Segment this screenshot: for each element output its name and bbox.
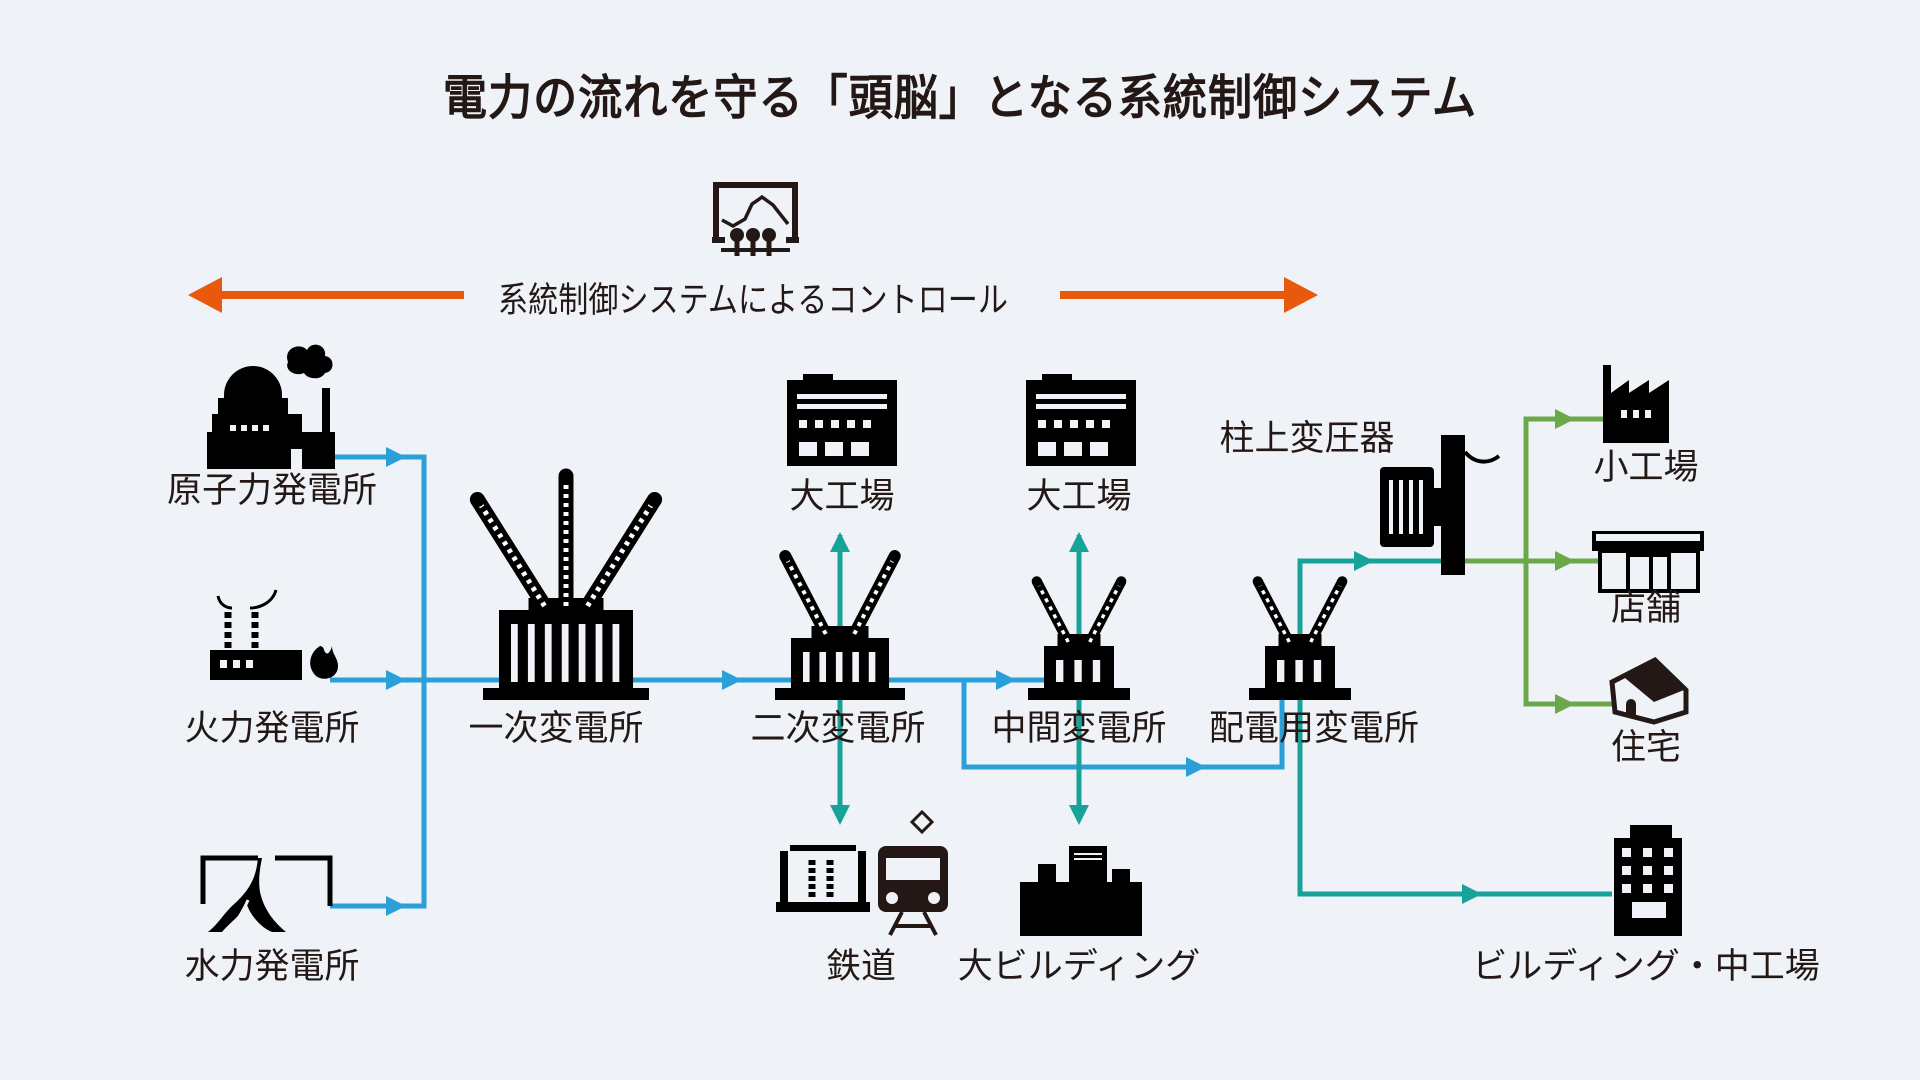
thermal-plant-icon <box>210 589 338 680</box>
distribution-substation-icon <box>1249 576 1351 700</box>
large-building-icon <box>1020 846 1142 936</box>
mid-voltage-arrows <box>830 532 1482 904</box>
large-factory-icon-2 <box>1026 374 1136 466</box>
label-primary-substation: 一次変電所 <box>468 709 644 749</box>
nuclear-plant-icon <box>207 344 335 469</box>
label-pole-transformer: 柱上変圧器 <box>1219 419 1395 459</box>
control-arrow-left <box>188 277 464 313</box>
label-house: 住宅 <box>1610 728 1682 768</box>
label-intermediate-substation: 中間変電所 <box>991 709 1167 749</box>
label-hydro-plant: 水力発電所 <box>184 947 360 987</box>
label-large-factory-2: 大工場 <box>1026 477 1132 517</box>
house-icon <box>1609 656 1689 725</box>
control-arrow-right <box>1060 277 1318 313</box>
high-voltage-lines <box>330 454 1285 909</box>
office-building-icon <box>1614 825 1682 936</box>
label-building-mid-factory: ビルディング・中工場 <box>1472 947 1820 987</box>
label-railway: 鉄道 <box>825 947 897 987</box>
small-factory-icon <box>1603 365 1669 443</box>
label-large-building: 大ビルディング <box>957 947 1201 987</box>
intermediate-substation-icon <box>1028 576 1130 700</box>
train-icon <box>878 809 948 936</box>
low-voltage-arrows <box>1555 409 1575 714</box>
label-distribution-substation: 配電用変電所 <box>1208 709 1420 749</box>
monitoring-screen-icon <box>712 182 799 256</box>
label-small-factory: 小工場 <box>1593 448 1699 488</box>
large-factory-icon-1 <box>787 374 897 466</box>
hydro-dam-icon <box>200 855 333 932</box>
secondary-substation-icon <box>775 550 905 700</box>
primary-substation-icon <box>469 468 663 700</box>
label-secondary-substation: 二次変電所 <box>750 709 926 749</box>
branch-to-distribution-line <box>961 680 1285 770</box>
label-thermal-plant: 火力発電所 <box>184 709 360 749</box>
label-nuclear-plant: 原子力発電所 <box>166 471 378 511</box>
control-label: 系統制御システムによるコントロール <box>498 281 1008 321</box>
label-shop: 店舗 <box>1610 589 1682 629</box>
high-voltage-arrows <box>386 447 1206 916</box>
shop-icon <box>1592 531 1704 593</box>
page-title: 電力の流れを守る「頭脳」となる系統制御システム <box>442 70 1478 126</box>
pole-transformer-icon <box>1380 435 1501 575</box>
label-large-factory-1: 大工場 <box>789 477 895 517</box>
railway-substation-icon <box>776 845 870 912</box>
